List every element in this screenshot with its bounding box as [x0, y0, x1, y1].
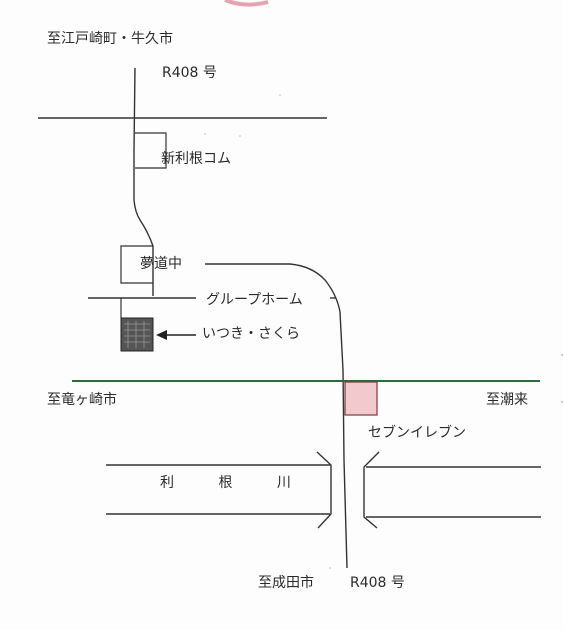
- label-shin-tone-gomu: 新利根コム: [161, 151, 231, 167]
- top-smudge: [224, 0, 269, 7]
- label-to-itako: 至潮来: [486, 392, 528, 408]
- label-yumemichi: 夢道中: [140, 256, 182, 272]
- bridge: [316, 451, 380, 529]
- facility-arrow-head: [156, 330, 167, 340]
- facility-texture: [124, 321, 150, 348]
- road-north-vertical: [133, 67, 154, 296]
- label-to-edosaki: 至江戸崎町・牛久市: [47, 31, 173, 47]
- shin-tone-gomu-building: [135, 132, 167, 169]
- label-seven-eleven: セブンイレブン: [368, 425, 466, 441]
- label-itsuki-sakura: いつき・さくら: [202, 326, 300, 342]
- label-to-narita: 至成田市: [258, 575, 314, 591]
- label-to-ryugasaki: 至竜ヶ崎市: [47, 392, 117, 408]
- yumemichi-building: [120, 245, 153, 284]
- road-main-curve: [205, 263, 348, 569]
- label-group-home: グループホーム: [206, 292, 303, 308]
- label-route-bottom: R408 号: [350, 575, 405, 591]
- label-tone-river: 利 根 川: [160, 475, 311, 491]
- label-route-top: R408 号: [162, 65, 217, 81]
- itsuki-sakura-facility: [120, 317, 154, 352]
- seven-eleven-store: [344, 381, 378, 416]
